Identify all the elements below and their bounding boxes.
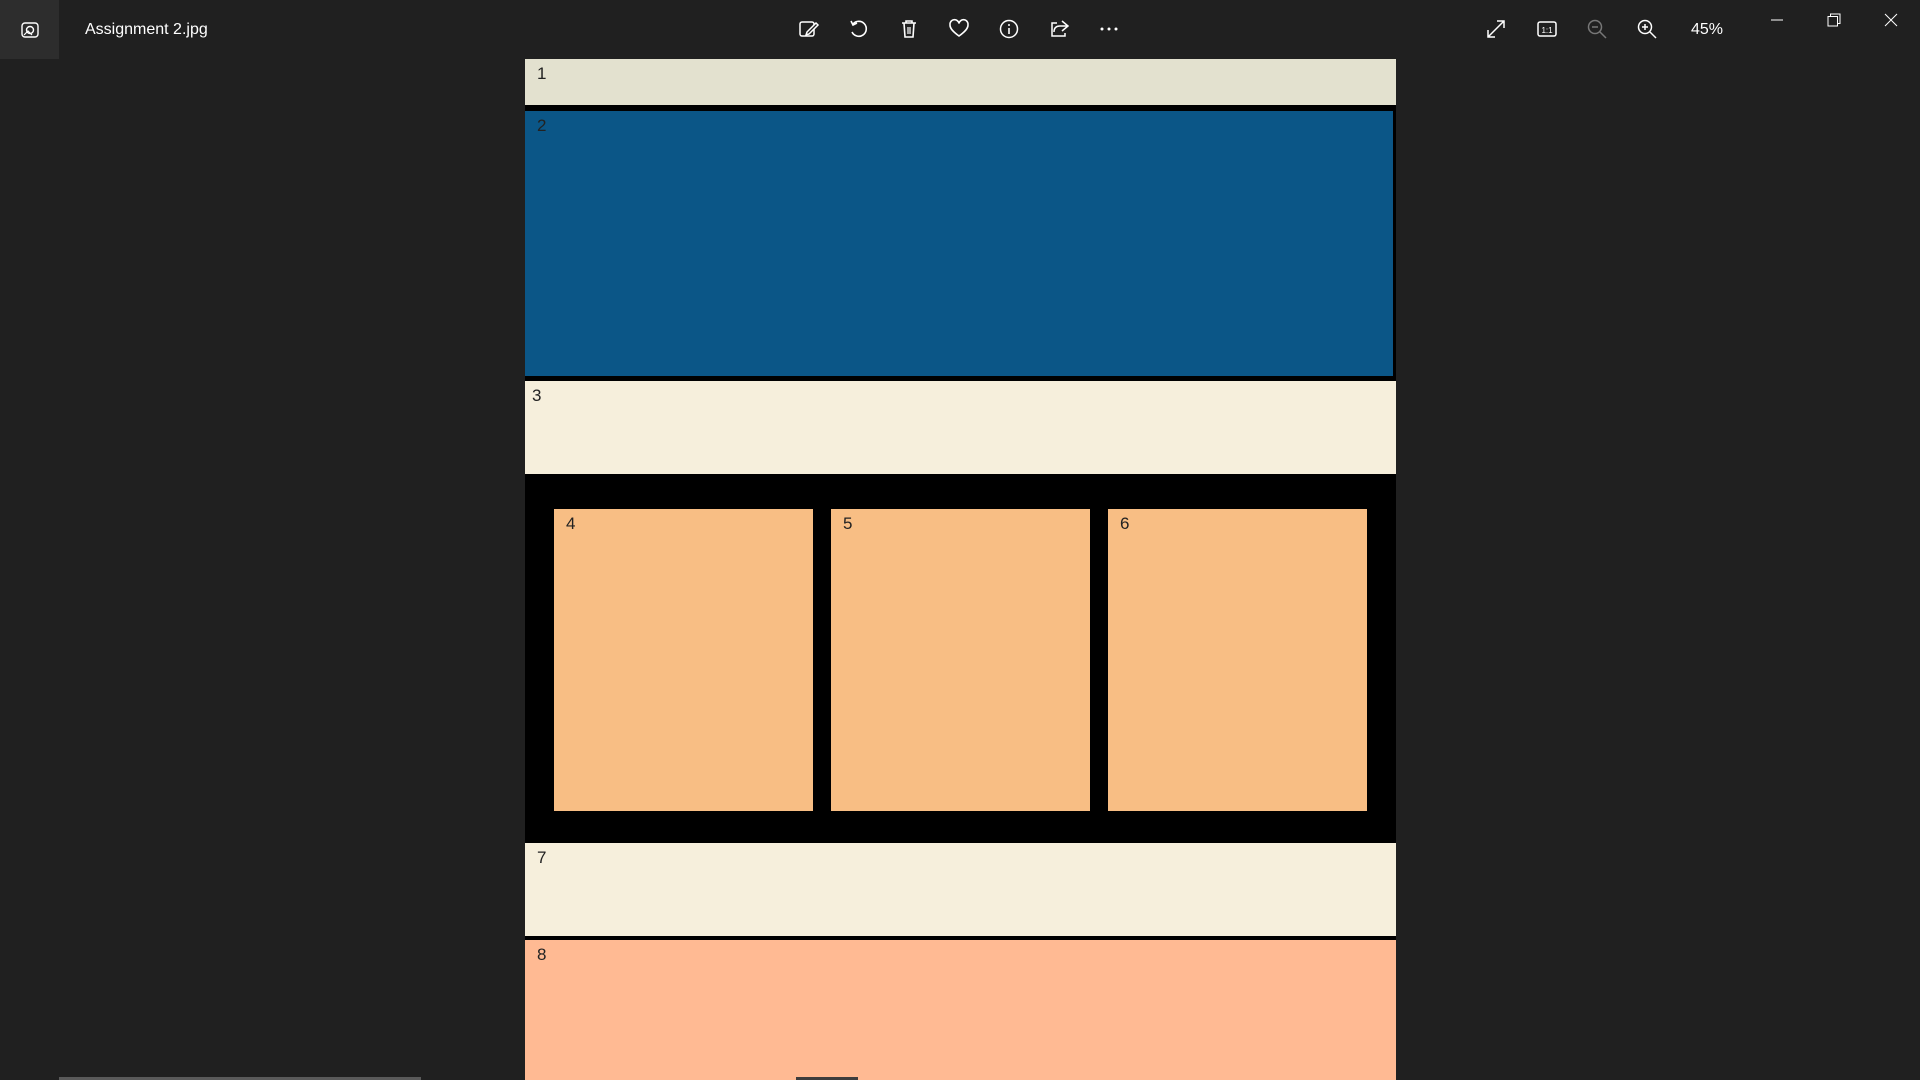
image-viewport[interactable]: 1 2 3 4 5 6 7 8 bbox=[525, 59, 1396, 1080]
minimize-icon bbox=[1770, 19, 1783, 21]
zoom-in-icon bbox=[1637, 19, 1657, 39]
zoom-out-icon bbox=[1587, 19, 1607, 39]
block-1-label: 1 bbox=[537, 64, 547, 83]
minimize-button[interactable] bbox=[1748, 0, 1805, 40]
block-7-label: 7 bbox=[537, 848, 547, 867]
share-button[interactable] bbox=[1038, 8, 1080, 50]
restore-button[interactable] bbox=[1805, 0, 1862, 40]
svg-text:1:1: 1:1 bbox=[1541, 26, 1553, 35]
card-4-label: 4 bbox=[566, 514, 576, 533]
rotate-button[interactable] bbox=[838, 8, 880, 50]
rotate-icon bbox=[850, 20, 868, 38]
block-1: 1 bbox=[525, 59, 1396, 105]
card-5: 5 bbox=[831, 509, 1090, 811]
block-3-label: 3 bbox=[532, 386, 542, 405]
block-2-label: 2 bbox=[537, 116, 547, 135]
fullscreen-button[interactable] bbox=[1475, 8, 1517, 50]
share-icon bbox=[1051, 20, 1070, 37]
filmstrip-scroll-thumb[interactable] bbox=[796, 1077, 858, 1080]
edit-image-button[interactable] bbox=[788, 8, 830, 50]
info-icon bbox=[999, 19, 1019, 39]
card-5-label: 5 bbox=[843, 514, 853, 533]
card-6-label: 6 bbox=[1120, 514, 1130, 533]
filmstrip-scroll-indicator[interactable] bbox=[59, 1077, 421, 1080]
zoom-level[interactable]: 45% bbox=[1690, 21, 1724, 38]
delete-button[interactable] bbox=[888, 8, 930, 50]
app-menu-button[interactable] bbox=[0, 0, 59, 59]
block-7: 7 bbox=[525, 843, 1396, 936]
edit-image-icon bbox=[799, 21, 820, 37]
card-6: 6 bbox=[1108, 509, 1367, 811]
close-button[interactable] bbox=[1862, 0, 1919, 40]
actual-size-button[interactable]: 1:1 bbox=[1526, 8, 1568, 50]
block-3: 3 bbox=[525, 381, 1396, 474]
actual-size-icon: 1:1 bbox=[1537, 21, 1557, 37]
zoom-in-button[interactable] bbox=[1626, 8, 1668, 50]
fullscreen-icon bbox=[1487, 20, 1505, 38]
card-4: 4 bbox=[554, 509, 813, 811]
photos-app-icon bbox=[20, 21, 39, 38]
favorite-icon bbox=[949, 18, 969, 37]
info-button[interactable] bbox=[988, 8, 1030, 50]
block-8-label: 8 bbox=[537, 945, 547, 964]
restore-icon bbox=[1827, 13, 1840, 27]
title-bar: Assignment 2.jpg bbox=[0, 0, 1920, 59]
delete-icon bbox=[902, 20, 916, 38]
window-title: Assignment 2.jpg bbox=[85, 21, 208, 38]
more-icon bbox=[1100, 27, 1118, 31]
block-2: 2 bbox=[525, 111, 1393, 376]
more-options-button[interactable] bbox=[1088, 8, 1130, 50]
close-icon bbox=[1884, 13, 1897, 27]
block-8: 8 bbox=[525, 940, 1396, 1080]
favorite-button[interactable] bbox=[938, 8, 980, 50]
zoom-out-button[interactable] bbox=[1576, 8, 1618, 50]
